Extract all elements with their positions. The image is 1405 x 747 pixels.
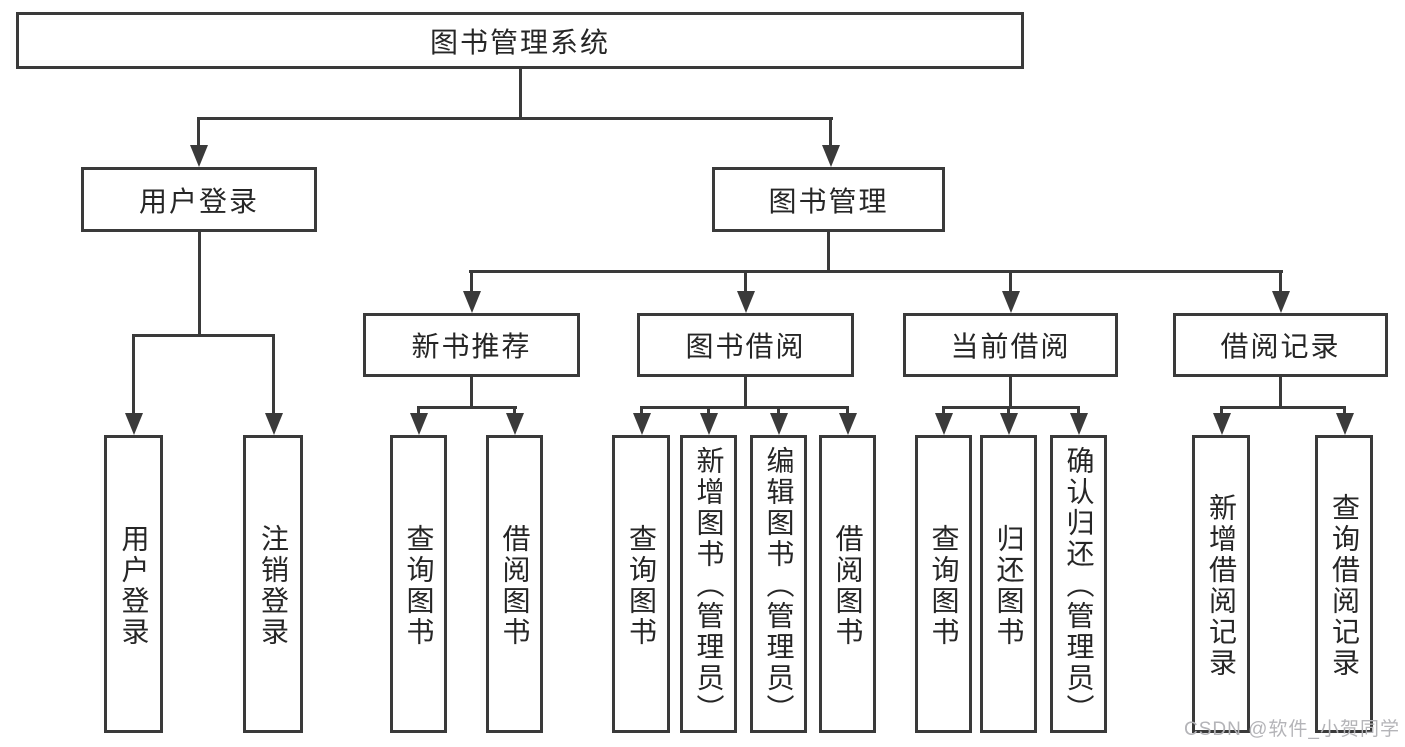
leaf-label: 新增图书（管理员） xyxy=(693,446,725,725)
connector-hline xyxy=(640,406,849,409)
arrowhead-down-icon xyxy=(125,413,143,435)
connector-vline xyxy=(1009,377,1012,408)
connector-vline xyxy=(1009,270,1012,294)
leaf-query-books-current: 查询图书 xyxy=(915,435,972,733)
leaf-add-books-admin: 新增图书（管理员） xyxy=(680,435,737,733)
node-label: 用户登录 xyxy=(138,185,259,217)
leaf-label: 查询借阅记录 xyxy=(1329,492,1360,679)
arrowhead-down-icon xyxy=(410,413,428,435)
leaf-label: 查询图书 xyxy=(626,523,657,648)
connector-vline xyxy=(198,232,201,336)
connector-vline xyxy=(132,334,135,416)
arrowhead-down-icon xyxy=(506,413,524,435)
arrowhead-down-icon xyxy=(265,413,283,435)
connector-hline xyxy=(1220,406,1346,409)
connector-hline xyxy=(132,334,275,337)
connector-vline xyxy=(777,406,780,416)
leaf-label: 借阅图书 xyxy=(499,523,531,648)
leaf-query-books-recommend: 查询图书 xyxy=(390,435,447,733)
watermark: CSDN @软件_小贺同学 xyxy=(1184,719,1400,740)
node-book-borrowing: 图书借阅 xyxy=(637,313,854,377)
connector-vline xyxy=(1220,406,1223,416)
connector-vline xyxy=(1077,406,1080,416)
connector-vline xyxy=(640,406,643,416)
arrowhead-down-icon xyxy=(463,291,481,313)
connector-vline xyxy=(272,334,275,416)
connector-vline xyxy=(519,69,522,119)
node-label: 图书管理 xyxy=(768,185,889,217)
leaf-edit-books-admin: 编辑图书（管理员） xyxy=(750,435,807,733)
arrowhead-down-icon xyxy=(935,413,953,435)
arrowhead-down-icon xyxy=(700,413,718,435)
arrowhead-down-icon xyxy=(1336,413,1354,435)
arrowhead-down-icon xyxy=(633,413,651,435)
connector-vline xyxy=(846,406,849,416)
connector-vline xyxy=(707,406,710,416)
connector-vline xyxy=(1007,406,1010,416)
leaf-query-books-borrowing: 查询图书 xyxy=(612,435,670,733)
arrowhead-down-icon xyxy=(822,145,840,167)
connector-vline xyxy=(197,117,200,149)
arrowhead-down-icon xyxy=(770,413,788,435)
connector-hline xyxy=(942,406,1080,409)
node-label: 当前借阅 xyxy=(950,331,1071,362)
arrowhead-down-icon xyxy=(1070,413,1088,435)
leaf-logout: 注销登录 xyxy=(243,435,303,733)
connector-vline xyxy=(470,270,473,294)
leaf-label: 新增借阅记录 xyxy=(1206,492,1237,679)
leaf-label: 归还图书 xyxy=(993,523,1025,648)
leaf-label: 查询图书 xyxy=(928,523,960,648)
connector-vline xyxy=(1279,270,1282,294)
connector-vline xyxy=(513,406,516,416)
leaf-label: 编辑图书（管理员） xyxy=(763,446,795,725)
node-borrowing-records: 借阅记录 xyxy=(1173,313,1388,377)
node-user-login: 用户登录 xyxy=(81,167,317,232)
leaf-user-login: 用户登录 xyxy=(104,435,163,733)
node-label: 借阅记录 xyxy=(1220,331,1341,362)
node-library-management-system: 图书管理系统 xyxy=(16,12,1024,69)
arrowhead-down-icon xyxy=(190,145,208,167)
leaf-confirm-return-admin: 确认归还（管理员） xyxy=(1050,435,1107,733)
leaf-query-borrow-record: 查询借阅记录 xyxy=(1315,435,1373,733)
leaf-label: 查询图书 xyxy=(403,523,435,648)
leaf-return-books: 归还图书 xyxy=(980,435,1037,733)
connector-vline xyxy=(1343,406,1346,416)
arrowhead-down-icon xyxy=(1002,291,1020,313)
connector-vline xyxy=(942,406,945,416)
arrowhead-down-icon xyxy=(737,291,755,313)
connector-vline xyxy=(417,406,420,416)
node-new-book-recommend: 新书推荐 xyxy=(363,313,580,377)
node-book-management: 图书管理 xyxy=(712,167,945,232)
leaf-label: 确认归还（管理员） xyxy=(1063,446,1095,725)
arrowhead-down-icon xyxy=(1213,413,1231,435)
leaf-borrow-books-recommend: 借阅图书 xyxy=(486,435,543,733)
connector-vline xyxy=(744,377,747,408)
connector-vline xyxy=(827,232,830,272)
leaf-borrow-books: 借阅图书 xyxy=(819,435,876,733)
node-current-borrowing: 当前借阅 xyxy=(903,313,1118,377)
connector-vline xyxy=(1279,377,1282,408)
leaf-label: 注销登录 xyxy=(258,523,289,648)
connector-vline xyxy=(829,117,832,149)
node-label: 新书推荐 xyxy=(411,331,532,362)
node-label: 图书借阅 xyxy=(685,331,806,362)
leaf-add-borrow-record: 新增借阅记录 xyxy=(1192,435,1250,733)
connector-hline xyxy=(469,270,1283,273)
connector-vline xyxy=(470,377,473,408)
leaf-label: 借阅图书 xyxy=(832,523,864,648)
arrowhead-down-icon xyxy=(1000,413,1018,435)
leaf-label: 用户登录 xyxy=(118,523,150,648)
node-label: 图书管理系统 xyxy=(429,26,610,58)
connector-hline xyxy=(417,406,517,409)
arrowhead-down-icon xyxy=(1272,291,1290,313)
arrowhead-down-icon xyxy=(839,413,857,435)
connector-hline xyxy=(197,117,833,120)
connector-vline xyxy=(744,270,747,294)
